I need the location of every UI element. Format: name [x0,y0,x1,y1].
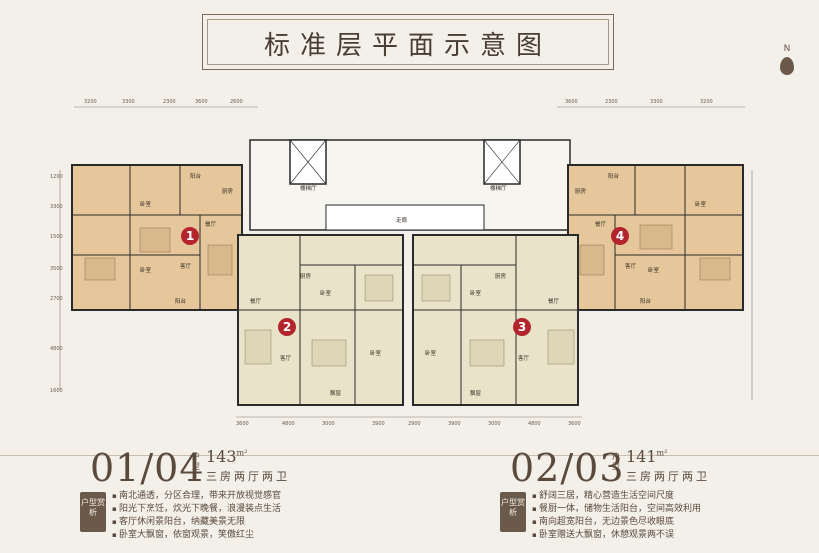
dim-bottom-4: 3900 [372,421,385,427]
dim-top-2: 3300 [122,99,135,105]
info-panel: 01/04 户型 143m² 三房两厅两卫 户型赏析 南北通透，分区合理，带来开… [0,430,819,553]
unit-marker-4: 4 [611,227,629,245]
room-label-living-2: 客厅 [280,354,292,362]
room-label-bay-window-2: 飘窗 [330,389,342,397]
north-label: N [783,44,791,54]
left-unit-layout: 三房两厅两卫 [206,470,290,483]
dim-bottom-8: 4800 [528,421,541,427]
dim-top-6: 3600 [565,99,578,105]
dim-top-1: 3200 [84,99,97,105]
dim-bottom-1: 3600 [236,421,249,427]
room-label-dining-4: 餐厅 [595,220,607,228]
room-label-kitchen-3: 厨房 [495,272,507,280]
room-label-kitchen-1: 厨房 [222,187,234,195]
right-unit-layout: 三房两厅两卫 [626,470,710,483]
right-feature-1: 舒阔三居，精心营造生活空间尺度 [532,490,701,503]
corridor [325,204,485,231]
room-label-dining-2: 餐厅 [250,297,262,305]
unit-2-area [237,234,404,406]
dim-bottom-5: 2900 [408,421,421,427]
room-label-bedroom-4a: 卧室 [695,200,707,208]
right-unit-badge: 户型赏析 [500,492,526,532]
room-label-balcony-1: 阳台 [190,172,202,180]
left-unit-area: 143m² [206,447,248,466]
right-unit-area: 141m² [626,447,668,466]
room-label-stair-hall-1: 楼梯厅 [300,184,317,192]
right-feature-3: 南向超宽阳台，无边景色尽收眼底 [532,516,701,529]
dim-top-5: 2600 [230,99,243,105]
room-label-bedroom-4b: 卧室 [648,266,660,274]
page-title: 标准层平面示意图 [263,31,552,61]
room-label-bedroom-3b: 卧室 [425,349,437,357]
dim-bottom-2: 4800 [282,421,295,427]
dim-top-4: 3600 [195,99,208,105]
unit-marker-3: 3 [513,318,531,336]
dimension-text-top: 3200 3300 2300 3600 2600 3600 2300 3300 … [84,99,713,105]
right-unit-type: 户型 [612,452,620,471]
title-frame: 标准层平面示意图 [202,14,614,70]
room-label-balcony-1b: 阳台 [175,297,187,305]
left-unit-features: 南北通透，分区合理，带来开放视觉感官 阳光下烹饪，炊光下晚餐，浪漫装点生活 客厅… [112,490,281,542]
dimension-text-bottom: 3600 4800 3000 3900 2900 3900 3000 4800 … [236,421,581,427]
room-label-dining-3: 餐厅 [548,297,560,305]
room-label-stair-hall-2: 楼梯厅 [490,184,507,192]
furniture [84,224,731,281]
dim-bottom-3: 3000 [322,421,335,427]
dim-side-1: 1200 [50,174,63,180]
room-label-living-3: 客厅 [518,354,530,362]
room-label-bedroom-1b: 卧室 [140,266,152,274]
room-label-kitchen-4: 厨房 [575,187,587,195]
dim-side-6: 4800 [50,346,63,352]
unit-3-area [412,234,579,406]
room-label-dining-1: 餐厅 [205,220,217,228]
dim-top-9: 3200 [700,99,713,105]
room-label-balcony-4b: 阳台 [640,297,652,305]
dim-top-7: 2300 [605,99,618,105]
dim-side-3: 1500 [50,234,63,240]
right-feature-2: 餐厨一体，储物生活阳台，空间高效利用 [532,503,701,516]
left-feature-1: 南北通透，分区合理，带来开放视觉感官 [112,490,281,503]
north-arrow: N [776,44,798,75]
left-unit-number: 01/04 [90,446,205,490]
dim-side-4: 3500 [50,266,63,272]
left-feature-4: 卧室大飘窗，依窗观景，笑傲红尘 [112,529,281,542]
dim-bottom-7: 3000 [488,421,501,427]
left-unit-type: 户型 [192,452,200,471]
room-label-living-1: 客厅 [180,262,192,270]
dim-top-8: 3300 [650,99,663,105]
right-unit-features: 舒阔三居，精心营造生活空间尺度 餐厨一体，储物生活阳台，空间高效利用 南向超宽阳… [532,490,701,542]
room-label-bedroom-2a: 卧室 [320,289,332,297]
dim-bottom-9: 3600 [568,421,581,427]
room-label-corridor: 走廊 [396,216,408,224]
room-label-bedroom-1a: 卧室 [140,200,152,208]
left-unit-badge: 户型赏析 [80,492,106,532]
room-label-living-4: 客厅 [625,262,637,270]
dim-side-5: 2700 [50,296,63,302]
dim-bottom-6: 3900 [448,421,461,427]
floor-plan: 3200 3300 2300 3600 2600 3600 2300 3300 … [50,99,753,427]
dimension-text-side: 1200 3300 1500 3500 2700 4800 1600 [50,174,63,394]
north-arrow-icon [780,57,794,75]
divider-line [0,455,819,456]
right-unit-number: 02/03 [510,446,625,490]
room-label-bedroom-2b: 卧室 [370,349,382,357]
dim-side-2: 3300 [50,204,63,210]
left-feature-3: 客厅休闲景阳台，纳藏美景无限 [112,516,281,529]
dim-top-3: 2300 [163,99,176,105]
unit-marker-1: 1 [181,227,199,245]
left-feature-2: 阳光下烹饪，炊光下晚餐，浪漫装点生活 [112,503,281,516]
right-feature-4: 卧室赠送大飘窗，休憩观景两不误 [532,529,701,542]
unit-marker-2: 2 [278,318,296,336]
dimension-lines [59,106,753,418]
room-label-bay-window-3: 飘窗 [470,389,482,397]
dim-side-7: 1600 [50,388,63,394]
room-label-bedroom-3a: 卧室 [470,289,482,297]
room-label-kitchen-2: 厨房 [300,272,312,280]
room-label-balcony-4: 阳台 [608,172,620,180]
